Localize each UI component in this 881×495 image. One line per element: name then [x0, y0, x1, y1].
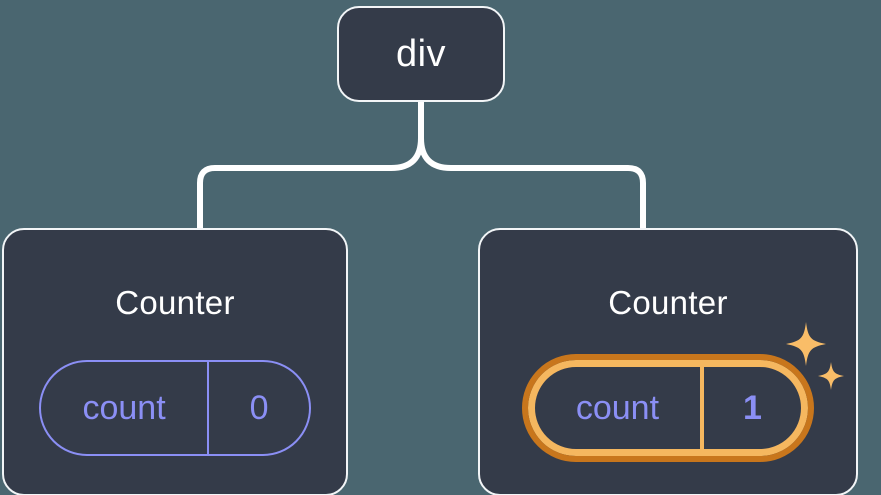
state-pill-wrap: count 1	[480, 354, 856, 462]
state-value-cell: 0	[207, 362, 309, 454]
state-key-cell: count	[41, 362, 207, 454]
state-value-cell: 1	[699, 367, 801, 449]
state-value-label: 1	[742, 388, 762, 427]
state-pill-highlighted[interactable]: count 1	[522, 354, 814, 462]
state-key-label: count	[82, 388, 166, 427]
node-counter-left[interactable]: Counter count 0	[2, 228, 348, 495]
node-root-div[interactable]: div	[337, 6, 505, 102]
state-value-label: 0	[249, 388, 269, 427]
node-title: Counter	[608, 284, 728, 321]
state-key-cell: count	[535, 367, 700, 449]
state-key-label: count	[575, 388, 660, 427]
node-counter-right[interactable]: Counter count 1	[478, 228, 858, 495]
node-root-label: div	[395, 32, 447, 75]
state-pill[interactable]: count 0	[39, 360, 311, 456]
node-title: Counter	[115, 284, 235, 321]
state-pill-wrap: count 0	[4, 360, 346, 456]
